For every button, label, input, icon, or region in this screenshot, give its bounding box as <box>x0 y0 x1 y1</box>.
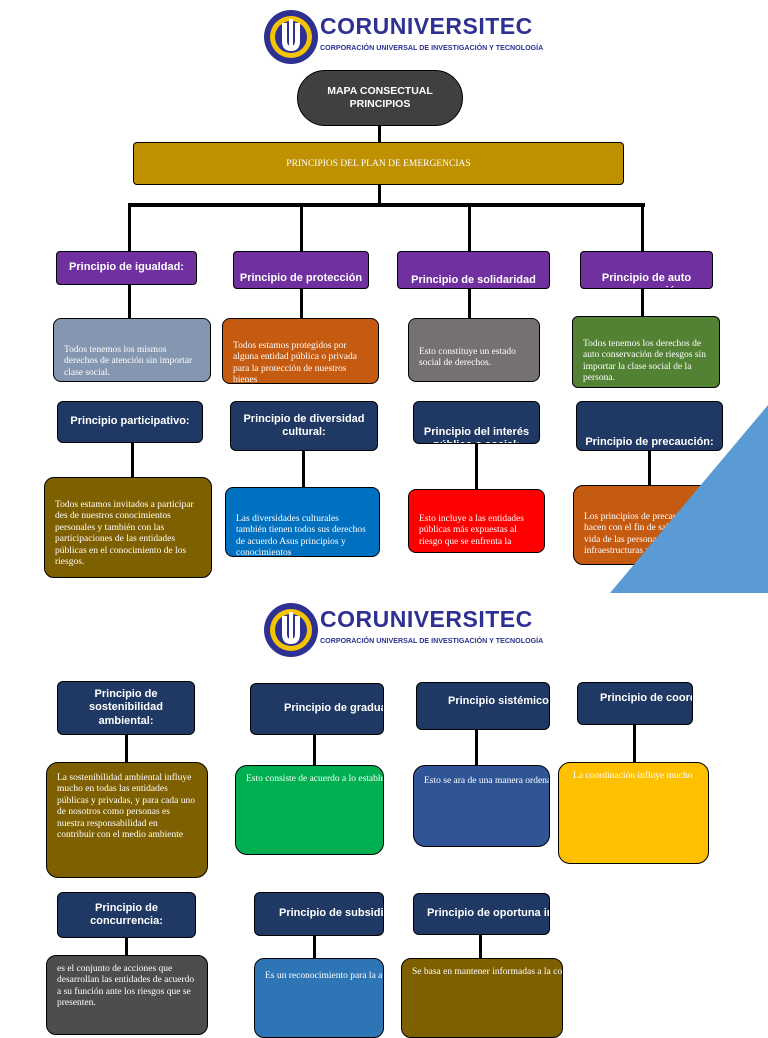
logo-emblem-icon <box>264 603 318 657</box>
principle-title-oportuna-informacion: Principio de oportuna información <box>413 893 550 935</box>
logo-subtitle: CORPORACIÓN UNIVERSAL DE INVESTIGACIÓN Y… <box>320 636 544 645</box>
principle-title-precaucion: Principio de precaución: <box>576 401 723 451</box>
connector <box>302 451 305 487</box>
connector <box>125 735 128 762</box>
principle-desc-participativo: Todos estamos invitados a participar des… <box>44 477 212 578</box>
principle-title-coordinacion: Principio de coordinación <box>577 682 693 725</box>
principle-title-auto-conservacion: Principio de auto conservación <box>580 251 713 289</box>
principle-title-igualdad: Principio de igualdad: <box>56 251 197 285</box>
connector <box>378 185 381 205</box>
principle-title-concurrencia: Principio de concurrencia: <box>57 892 196 938</box>
principle-title-participativo: Principio participativo: <box>57 401 203 443</box>
connector <box>125 938 128 955</box>
connector <box>378 126 381 142</box>
concept-map-title-line1: MAPA CONSECTUAL <box>327 85 433 98</box>
principle-desc-solidaridad: Esto constituye un estado social de dere… <box>408 318 540 382</box>
connector <box>300 289 303 318</box>
logo-emblem-icon <box>264 10 318 64</box>
connector <box>128 203 645 207</box>
principle-title-sistemico: Principio sistémico: <box>416 682 550 730</box>
connector <box>633 725 636 762</box>
connector <box>475 444 478 489</box>
logo-subtitle: CORPORACIÓN UNIVERSAL DE INVESTIGACIÓN Y… <box>320 43 544 52</box>
logo-name: CORUNIVERSITEC <box>320 606 533 632</box>
principle-title-sostenibilidad: Principio de sostenibilidad ambiental: <box>57 681 195 735</box>
main-category-label: PRINCIPIOS DEL PLAN DE EMERGENCIAS <box>286 158 471 169</box>
connector <box>641 203 644 251</box>
principle-desc-igualdad: Todos tenemos los mismos derechos de ate… <box>53 318 211 382</box>
logo-name: CORUNIVERSITEC <box>320 13 533 39</box>
connector <box>131 443 134 477</box>
connector <box>468 203 471 251</box>
connector <box>128 285 131 318</box>
principle-title-gradualidad: Principio de gradualidad: <box>250 683 384 735</box>
principle-desc-interes-publico: Esto incluye a las entidades públicas má… <box>408 489 545 553</box>
principle-desc-gradualidad: Esto consiste de acuerdo a lo establecid… <box>235 765 384 855</box>
connector <box>313 735 316 765</box>
principle-desc-coordinacion: La coordinación influye mucho <box>558 762 709 864</box>
connector <box>475 730 478 765</box>
principle-desc-sostenibilidad: La sostenibilidad ambiental influye much… <box>46 762 208 878</box>
principle-title-solidaridad: Principio de solidaridad social <box>397 251 550 289</box>
connector <box>300 203 303 251</box>
logo-repeat: CORUNIVERSITEC CORPORACIÓN UNIVERSAL DE … <box>262 598 544 662</box>
principle-desc-auto-conservacion: Todos tenemos los derechos de auto conse… <box>572 316 720 388</box>
connector <box>313 936 316 958</box>
principle-title-subsidiariedad: Principio de subsidiariedad <box>254 892 384 936</box>
connector <box>648 451 651 485</box>
logo: CORUNIVERSITEC CORPORACIÓN UNIVERSAL DE … <box>262 5 544 69</box>
principle-desc-sistemico: Esto se ara de una manera ordenada y org… <box>413 765 550 847</box>
principle-title-proteccion: Principio de protección <box>233 251 369 289</box>
concept-map-title-line2: PRINCIPIOS <box>349 98 411 110</box>
connector <box>641 289 644 316</box>
connector <box>479 935 482 958</box>
decorative-triangle-shape <box>610 405 768 593</box>
principle-desc-subsidiariedad: Es un reconocimiento para la autonomía <box>254 958 384 1038</box>
concept-map-title-node: MAPA CONSECTUAL PRINCIPIOS <box>297 70 463 126</box>
connector <box>128 203 131 251</box>
principle-desc-diversidad-cultural: Las diversidades culturales también tien… <box>225 487 380 557</box>
principle-desc-concurrencia: es el conjunto de acciones que desarroll… <box>46 955 208 1035</box>
principle-title-diversidad-cultural: Principio de diversidad cultural: <box>230 401 378 451</box>
principle-desc-proteccion: Todos estamos protegidos por alguna enti… <box>222 318 379 384</box>
connector <box>468 289 471 318</box>
main-category-bar: PRINCIPIOS DEL PLAN DE EMERGENCIAS <box>133 142 624 185</box>
principle-desc-oportuna-informacion: Se basa en mantener informadas a la comu… <box>401 958 563 1038</box>
principle-title-interes-publico: Principio del interés público o social: <box>413 401 540 444</box>
